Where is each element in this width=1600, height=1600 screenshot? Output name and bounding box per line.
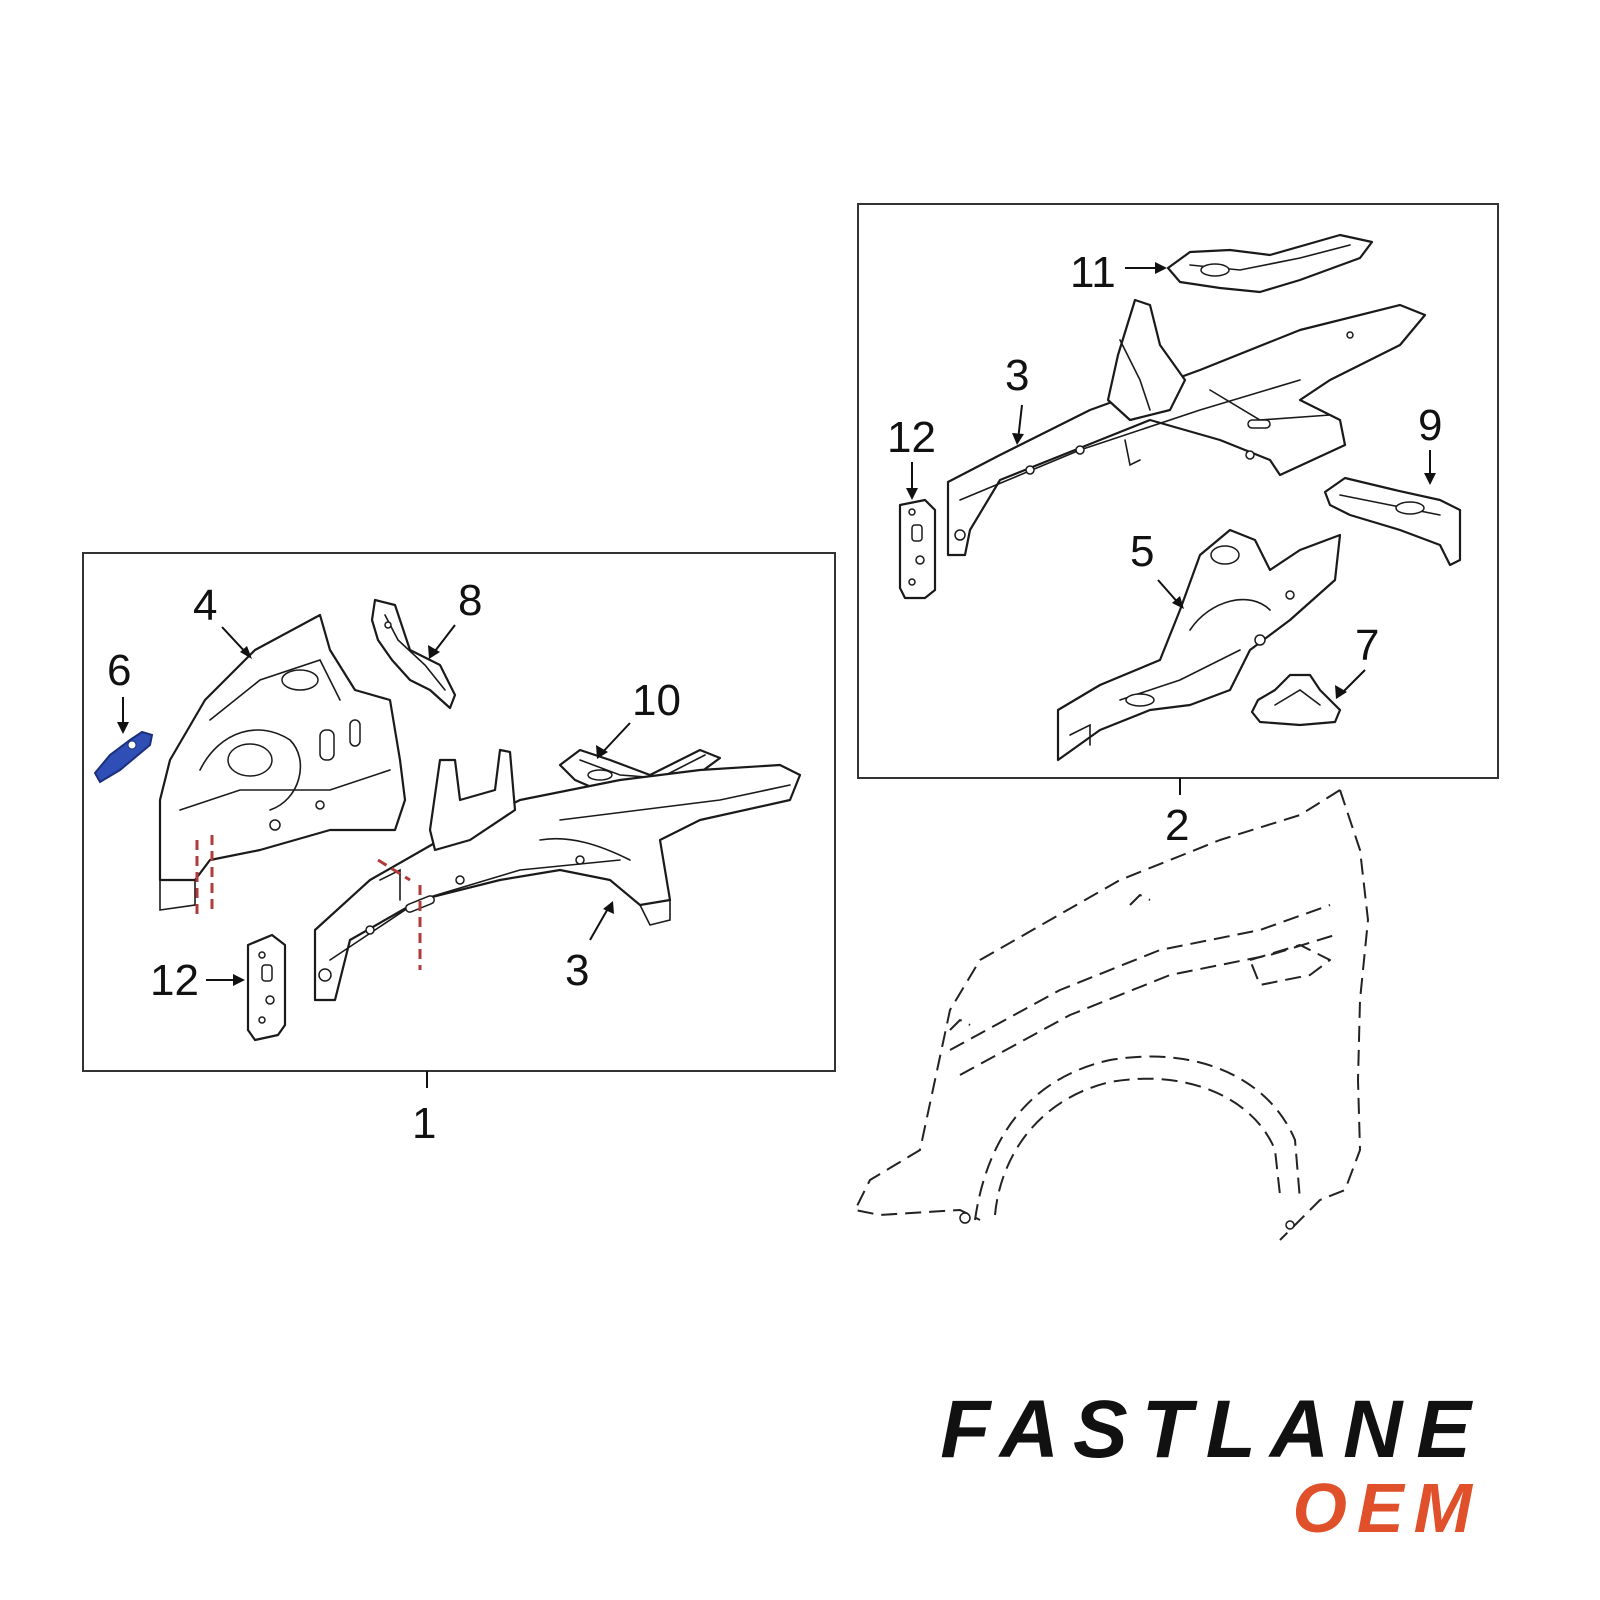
brand-sub: OEM xyxy=(1293,1469,1482,1547)
part-9-extension[interactable] xyxy=(1323,476,1462,567)
part-6-bracket-highlighted[interactable] xyxy=(93,730,154,784)
assembly-1-frame xyxy=(82,552,836,1072)
part-4-wheelhouse[interactable] xyxy=(158,613,407,911)
fender-outline xyxy=(854,789,1369,1241)
assembly-2-frame xyxy=(857,203,1499,779)
brand-name: FASTLANE xyxy=(940,1384,1485,1475)
part-8-bracket[interactable] xyxy=(370,598,457,710)
part-3-side-member-left[interactable] xyxy=(313,748,802,1002)
weld-lines xyxy=(195,835,422,970)
callout-11: 11 xyxy=(1070,248,1116,297)
callout-12-left: 12 xyxy=(150,956,199,1005)
leaders-left xyxy=(117,624,631,986)
leaders-right xyxy=(906,262,1436,699)
brand-logo: FASTLANE OEM xyxy=(940,1384,1485,1547)
part-11-upper-rail[interactable] xyxy=(1166,233,1374,294)
callout-3-right: 3 xyxy=(1005,351,1029,400)
callout-2: 2 xyxy=(1165,801,1189,850)
callout-3-left: 3 xyxy=(565,946,589,995)
callout-10: 10 xyxy=(632,676,681,725)
callout-1: 1 xyxy=(412,1099,436,1148)
part-7-reinforcement[interactable] xyxy=(1250,673,1342,727)
callout-12-right: 12 xyxy=(887,413,936,462)
assembly-box-1 xyxy=(82,552,836,1088)
callout-9: 9 xyxy=(1418,401,1442,450)
part-5-wheelhouse-inner[interactable] xyxy=(1056,528,1342,762)
part-12-plate-left[interactable] xyxy=(246,933,287,1042)
callout-7: 7 xyxy=(1355,621,1379,670)
callout-8: 8 xyxy=(458,576,482,625)
part-12-plate-right[interactable] xyxy=(898,498,937,600)
assembly-box-2 xyxy=(857,203,1499,795)
part-3-side-member-right[interactable] xyxy=(946,298,1427,557)
callout-5: 5 xyxy=(1130,527,1154,576)
callout-4: 4 xyxy=(193,581,217,630)
callout-6: 6 xyxy=(107,646,131,695)
